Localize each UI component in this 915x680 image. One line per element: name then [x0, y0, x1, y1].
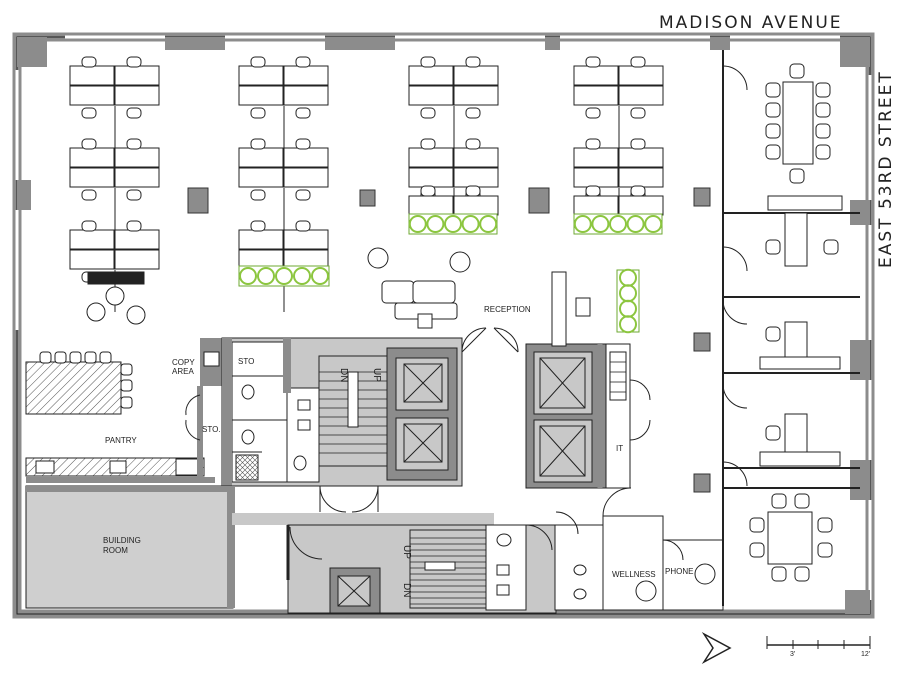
- label-reception: RECEPTION: [484, 305, 531, 314]
- reception-area: [367, 247, 591, 353]
- north-arrow-icon: [701, 631, 732, 665]
- label-phone: PHONE: [665, 567, 693, 576]
- street-label-east: EAST 53RD STREET: [876, 70, 896, 268]
- planter: [238, 265, 330, 287]
- south-core: [232, 511, 604, 614]
- label-stair-down-2: DN: [401, 583, 412, 597]
- planter: [408, 213, 498, 235]
- desk-cluster: [408, 185, 499, 216]
- desk-cluster: [69, 138, 160, 230]
- structural-columns: [187, 187, 711, 493]
- label-storage-main: STO.: [202, 425, 221, 434]
- desk-cluster: [573, 56, 664, 148]
- scale-label-end: 12': [861, 651, 870, 658]
- east-core: [525, 343, 651, 489]
- building-core: [221, 337, 463, 513]
- label-pantry: PANTRY: [105, 436, 137, 445]
- street-label-north: MADISON AVENUE: [659, 13, 843, 33]
- wellness-phone-rooms: [602, 487, 724, 611]
- label-building-1: BUILDING: [103, 536, 141, 545]
- desk-cluster: [408, 56, 499, 148]
- workstation-clusters: [69, 56, 664, 325]
- planter: [573, 213, 663, 235]
- desk-cluster: [238, 220, 329, 312]
- copy-area: [185, 338, 222, 480]
- east-offices: [722, 50, 860, 606]
- label-copy-1: COPY: [172, 358, 195, 367]
- label-stair-up-2: UP: [401, 545, 412, 559]
- label-it: IT: [616, 444, 623, 453]
- desk-cluster: [238, 56, 329, 148]
- desk-cluster: [238, 138, 329, 230]
- scale-bar: 3' 12': [766, 636, 871, 658]
- planter: [616, 268, 640, 334]
- room-labels: COPY AREA PANTRY STO. STO RECEPTION BUIL…: [103, 305, 693, 597]
- label-stair-down-1: DN: [338, 368, 349, 382]
- label-building-2: ROOM: [103, 546, 128, 555]
- desk-cluster: [69, 56, 160, 148]
- exterior-walls: [12, 32, 875, 619]
- label-copy-2: AREA: [172, 367, 194, 376]
- pantry-area: [25, 351, 215, 483]
- scale-label-mid: 3': [790, 651, 795, 658]
- label-stair-up-1: UP: [371, 368, 382, 382]
- building-room: [25, 485, 235, 609]
- label-storage-core: STO: [238, 357, 254, 366]
- label-wellness: WELLNESS: [612, 570, 656, 579]
